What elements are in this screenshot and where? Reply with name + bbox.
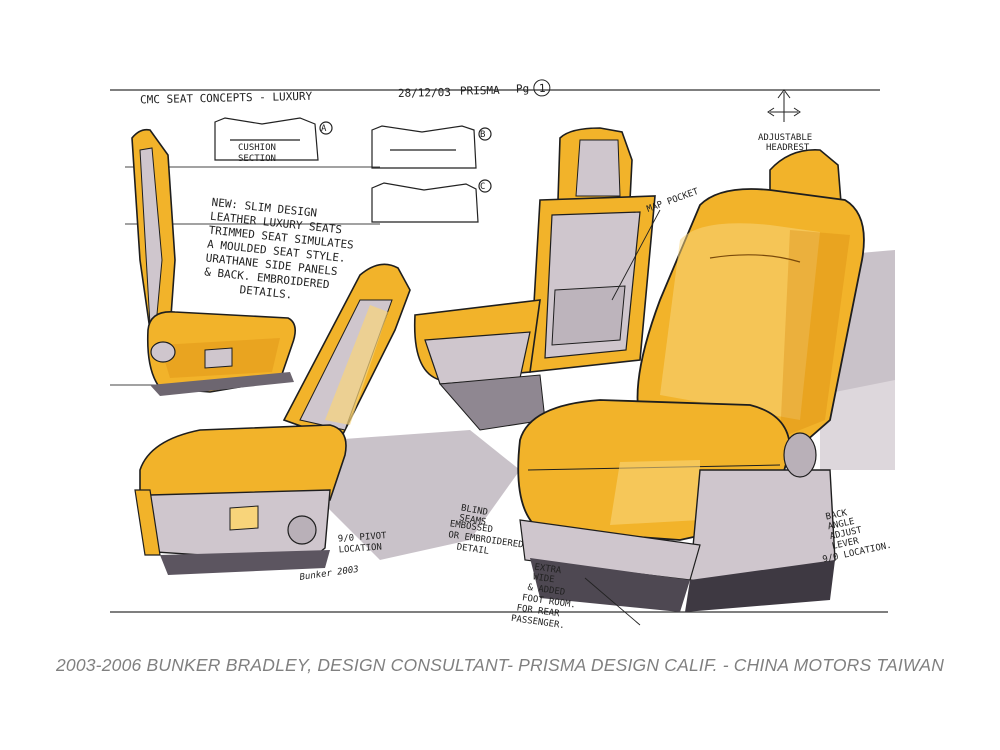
sheet-title: CMC SEAT CONCEPTS - LUXURY xyxy=(140,90,313,107)
seat-front-three-quarter xyxy=(134,263,411,575)
seat-large-three-quarter xyxy=(517,149,865,612)
sheet-header: CMC SEAT CONCEPTS - LUXURY 28/12/03 PRIS… xyxy=(140,79,551,107)
marker-b: B xyxy=(480,130,485,140)
extra-wide-note: EXTRA WIDE & ADDED FOOT ROOM. FOR REAR P… xyxy=(510,563,576,632)
extra-wide-leader xyxy=(584,577,641,626)
marker-c: C xyxy=(480,182,485,192)
map-pocket-leader xyxy=(611,209,661,301)
pivot-line-2: LOCATION xyxy=(338,543,382,556)
back-angle-note: BACK ANGLE ADJUST LEVER 9/0 LOCATION. xyxy=(822,508,893,565)
sheet-page-number: 1 xyxy=(539,82,546,95)
headrest-arrows xyxy=(767,89,801,122)
floor-shadow-left xyxy=(320,430,520,560)
headrest-note-2: HEADREST xyxy=(766,143,810,153)
embossed-note: EMBOSSED OR EMBROIDERED DETAIL xyxy=(448,519,525,557)
seat-side-profile xyxy=(131,128,296,396)
design-note: NEW: SLIM DESIGN LEATHER LUXURY SEATS TR… xyxy=(204,196,355,302)
page-circle xyxy=(533,79,551,97)
cushion-section-b xyxy=(371,125,492,169)
footer-caption: 2003-2006 BUNKER BRADLEY, DESIGN CONSULT… xyxy=(55,655,945,675)
marker-a: A xyxy=(321,124,327,134)
pivot-note: 9/0 PIVOT LOCATION xyxy=(338,531,388,556)
headrest-note-1: ADJUSTABLE xyxy=(758,133,812,143)
sheet-date: 28/12/03 xyxy=(398,86,451,100)
cushion-section-a xyxy=(214,117,333,161)
cushion-label-1: CUSHION xyxy=(238,143,276,153)
blind-seams-line-2: SEAMS xyxy=(458,513,486,528)
note-line-7: DETAILS. xyxy=(239,283,293,301)
blind-seams-note: BLIND SEAMS xyxy=(458,503,488,527)
cushion-label-2: SECTION xyxy=(238,154,276,164)
sheet-studio: PRISMA xyxy=(460,84,500,98)
floor-shadow-right-2 xyxy=(820,380,895,470)
pivot-line-1: 9/0 PIVOT xyxy=(338,531,388,544)
extra-wide-line-2: WIDE xyxy=(532,572,555,585)
back-angle-line-1: BACK xyxy=(825,508,849,522)
cushion-section-c xyxy=(371,179,492,223)
embossed-line-3: DETAIL xyxy=(456,542,490,556)
sheet-page-label: Pg xyxy=(516,82,530,95)
extra-wide-line-1: EXTRA xyxy=(534,563,563,577)
blind-seams-line-1: BLIND xyxy=(460,503,488,518)
seat-rear-view xyxy=(413,127,656,431)
